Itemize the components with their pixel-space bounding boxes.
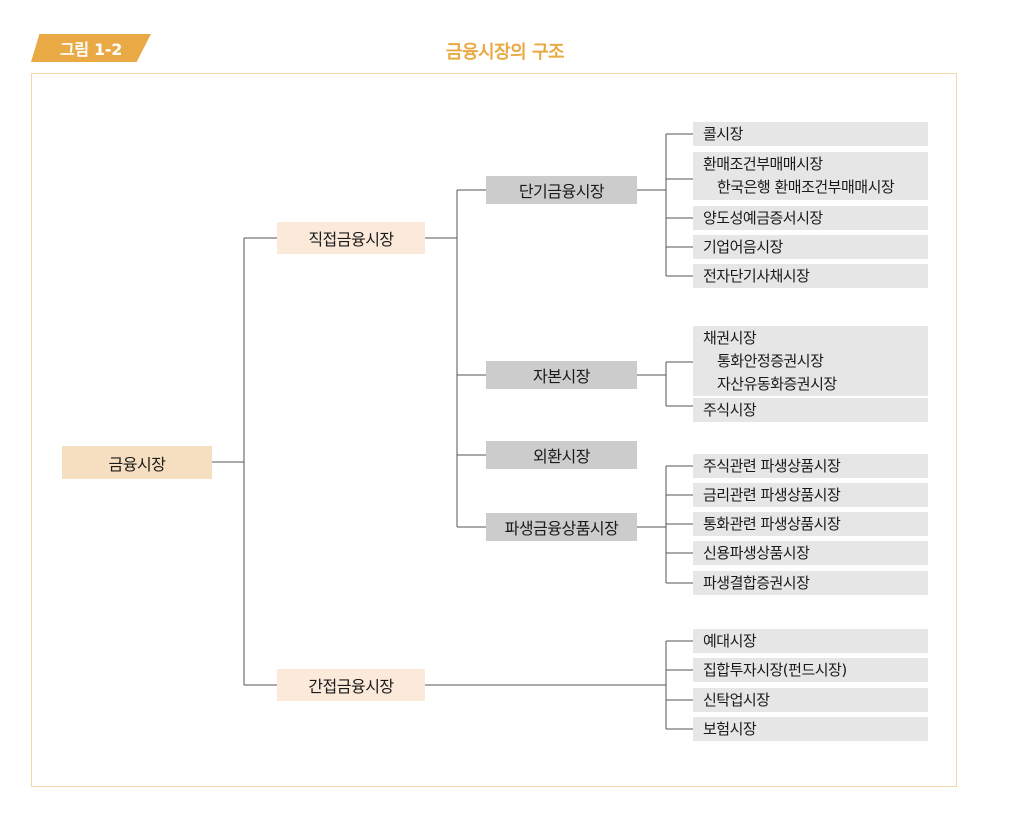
node-root-financial-market[interactable]: 금융시장	[62, 446, 212, 479]
leaf-line: 환매조건부매매시장	[703, 155, 823, 173]
leaf-line: 통화관련 파생상품시장	[703, 514, 841, 533]
leaf-item[interactable]: 신용파생상품시장	[693, 541, 928, 565]
leaf-line: 예대시장	[703, 631, 757, 650]
leaf-line: 집합투자시장(펀드시장)	[703, 660, 847, 679]
leaf-item[interactable]: 파생결합증권시장	[693, 571, 928, 595]
node-label: 파생금융상품시장	[504, 519, 619, 538]
figure-title: 금융시장의 구조	[445, 42, 565, 63]
node-indirect-finance-market[interactable]: 간접금융시장	[277, 669, 425, 701]
node-label: 금융시장	[108, 454, 166, 474]
node-label: 단기금융시장	[518, 182, 605, 201]
leaf-line: 파생결합증권시장	[703, 573, 810, 592]
node-capital-market[interactable]: 자본시장	[486, 361, 637, 389]
node-label: 자본시장	[533, 367, 590, 386]
node-label: 간접금융시장	[308, 677, 394, 696]
node-short-term-finance-market[interactable]: 단기금융시장	[486, 176, 637, 204]
leaf-line: 보험시장	[703, 719, 757, 738]
node-label: 직접금융시장	[308, 230, 394, 249]
figure-badge: 그림 1-2	[31, 34, 151, 62]
leaf-line: 주식시장	[703, 400, 757, 419]
leaf-item[interactable]: 콜시장	[693, 122, 928, 146]
leaf-item[interactable]: 보험시장	[693, 717, 928, 741]
leaf-line: 채권시장	[703, 328, 757, 347]
leaf-item[interactable]: 주식관련 파생상품시장	[693, 454, 928, 478]
leaf-line: 전자단기사채시장	[703, 266, 810, 285]
node-direct-finance-market[interactable]: 직접금융시장	[277, 222, 425, 254]
node-foreign-exchange-market[interactable]: 외환시장	[486, 441, 637, 469]
leaf-line: 통화안정증권시장	[717, 351, 824, 370]
node-derivatives-market[interactable]: 파생금융상품시장	[486, 513, 637, 541]
leaf-item[interactable]: 예대시장	[693, 629, 928, 653]
leaf-item[interactable]: 통화관련 파생상품시장	[693, 512, 928, 536]
leaf-line: 금리관련 파생상품시장	[703, 485, 841, 504]
leaf-item[interactable]: 신탁업시장	[693, 688, 928, 712]
leaf-item[interactable]: 집합투자시장(펀드시장)	[693, 658, 928, 682]
leaf-item[interactable]: 금리관련 파생상품시장	[693, 483, 928, 507]
leaf-line: 양도성예금증서시장	[703, 208, 823, 227]
leaf-line: 신용파생상품시장	[703, 543, 810, 562]
leaf-line: 주식관련 파생상품시장	[703, 456, 841, 475]
leaf-line: 자산유동화증권시장	[717, 374, 837, 393]
leaf-item[interactable]: 기업어음시장	[693, 235, 928, 259]
leaf-item[interactable]: 전자단기사채시장	[693, 264, 928, 288]
node-label: 외환시장	[533, 447, 590, 466]
figure-badge-label: 그림 1-2	[59, 40, 123, 59]
leaf-item[interactable]: 주식시장	[693, 398, 928, 422]
leaf-line: 콜시장	[703, 124, 743, 143]
leaf-line: 한국은행 환매조건부매매시장	[717, 178, 895, 196]
leaf-line: 기업어음시장	[703, 237, 783, 256]
leaf-item[interactable]: 양도성예금증서시장	[693, 206, 928, 230]
leaf-line: 신탁업시장	[703, 690, 770, 709]
